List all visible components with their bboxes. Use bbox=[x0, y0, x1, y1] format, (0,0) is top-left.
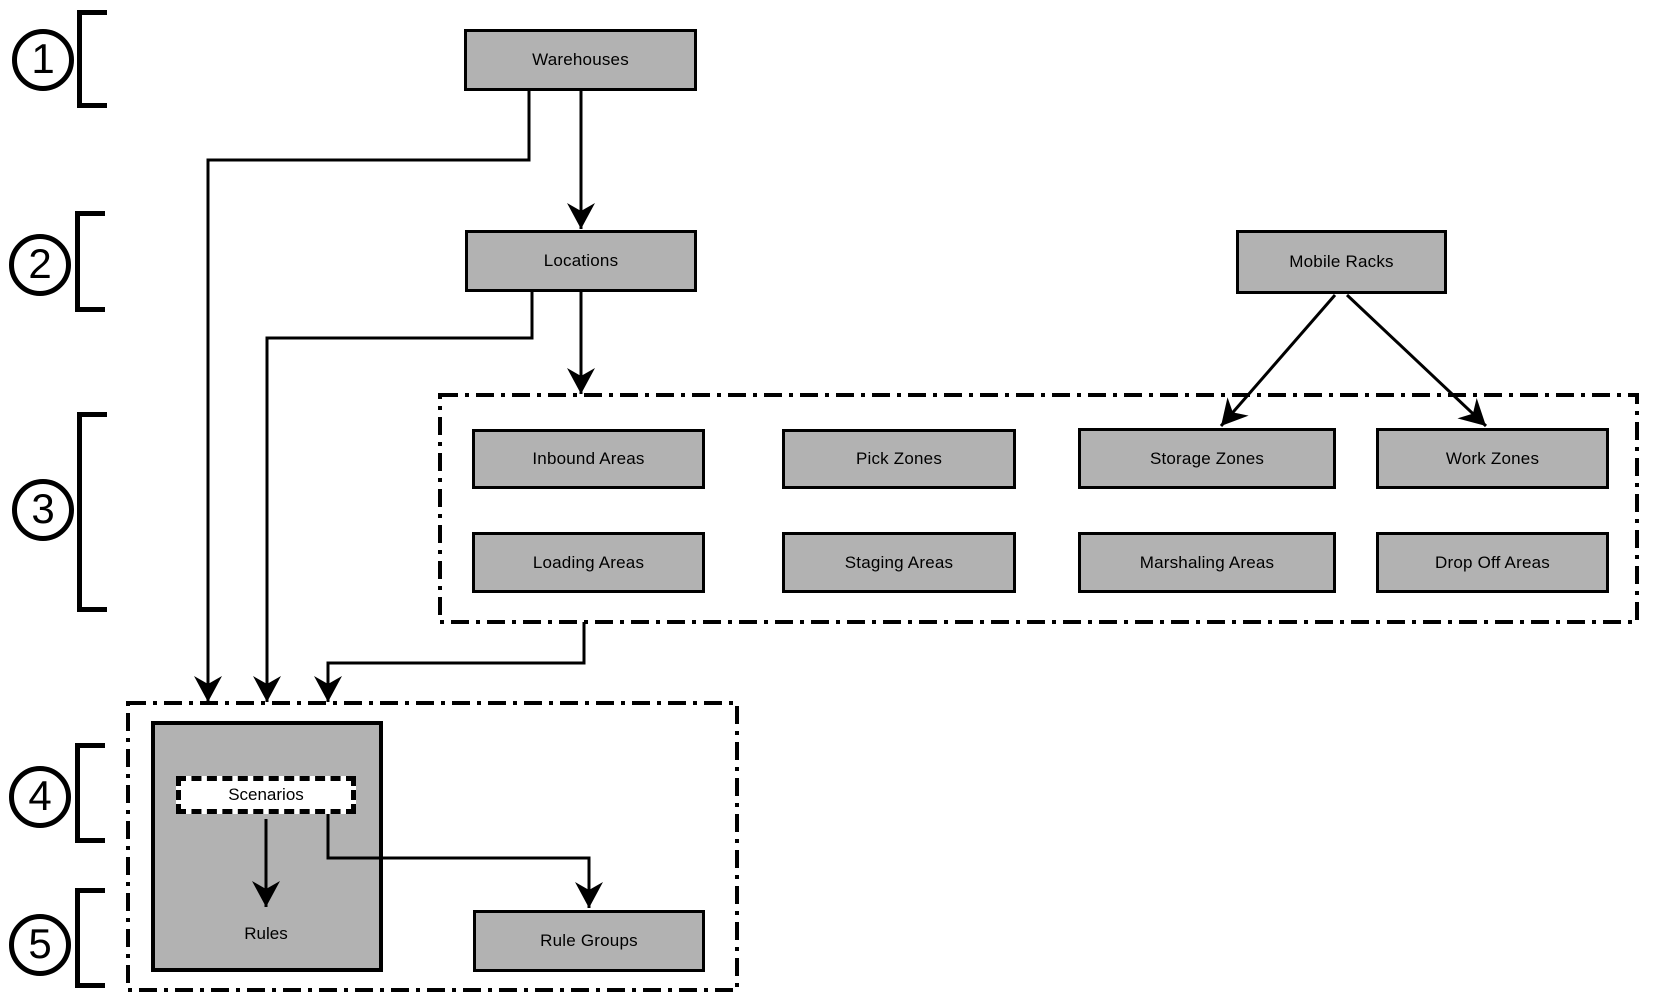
node-staging-areas: Staging Areas bbox=[782, 532, 1016, 593]
level-2-bracket bbox=[75, 211, 105, 312]
level-4-number: 4 bbox=[28, 771, 52, 819]
level-5-number: 5 bbox=[28, 919, 52, 967]
level-1-number: 1 bbox=[31, 34, 55, 82]
node-drop-off-areas: Drop Off Areas bbox=[1376, 532, 1609, 593]
node-pick-zones-label: Pick Zones bbox=[855, 449, 943, 468]
node-drop-off-areas-label: Drop Off Areas bbox=[1435, 552, 1550, 572]
level-3-bracket bbox=[77, 412, 107, 612]
node-loading-areas: Loading Areas bbox=[472, 532, 705, 593]
node-inbound-areas: Inbound Areas bbox=[472, 429, 705, 489]
node-scenarios-label: Scenarios bbox=[228, 785, 304, 804]
arrow-mobile-racks-to-storage-zones bbox=[1219, 294, 1337, 427]
node-staging-areas-label: Staging Areas bbox=[844, 552, 954, 572]
node-marshaling-areas: Marshaling Areas bbox=[1078, 532, 1336, 593]
node-pick-zones: Pick Zones bbox=[782, 429, 1016, 489]
node-scenarios: Scenarios bbox=[176, 776, 356, 814]
node-work-zones: Work Zones bbox=[1376, 428, 1609, 489]
level-1-bracket bbox=[77, 10, 107, 108]
node-storage-zones: Storage Zones bbox=[1078, 428, 1336, 489]
level-1-circle: 1 bbox=[12, 29, 74, 91]
level-3-circle: 3 bbox=[12, 479, 74, 541]
node-inbound-areas-label: Inbound Areas bbox=[532, 449, 645, 468]
arrow-warehouses-to-scenarios-group bbox=[194, 91, 531, 702]
node-warehouses-label: Warehouses bbox=[532, 50, 629, 69]
node-marshaling-areas-label: Marshaling Areas bbox=[1139, 552, 1275, 572]
label-rules: Rules bbox=[166, 924, 366, 944]
node-rule-groups: Rule Groups bbox=[473, 910, 705, 972]
node-mobile-racks: Mobile Racks bbox=[1236, 230, 1447, 294]
node-rule-groups-label: Rule Groups bbox=[540, 931, 638, 950]
node-warehouses: Warehouses bbox=[464, 29, 697, 91]
arrow-areas-group-to-scenarios-group bbox=[314, 622, 586, 702]
level-3-number: 3 bbox=[31, 484, 55, 532]
level-4-circle: 4 bbox=[9, 766, 71, 828]
level-2-number: 2 bbox=[28, 239, 52, 287]
node-work-zones-label: Work Zones bbox=[1445, 448, 1540, 468]
node-storage-zones-label: Storage Zones bbox=[1149, 448, 1265, 468]
arrow-mobile-racks-to-work-zones bbox=[1345, 293, 1488, 428]
node-locations: Locations bbox=[465, 230, 697, 292]
level-5-bracket bbox=[75, 888, 105, 988]
level-5-circle: 5 bbox=[9, 914, 71, 976]
node-locations-label: Locations bbox=[543, 251, 619, 270]
arrow-locations-to-scenarios-group bbox=[253, 292, 534, 702]
node-mobile-racks-label: Mobile Racks bbox=[1289, 252, 1394, 271]
level-4-bracket bbox=[75, 743, 105, 843]
level-2-circle: 2 bbox=[9, 234, 71, 296]
node-loading-areas-label: Loading Areas bbox=[532, 552, 645, 572]
label-rules-text: Rules bbox=[244, 924, 288, 943]
